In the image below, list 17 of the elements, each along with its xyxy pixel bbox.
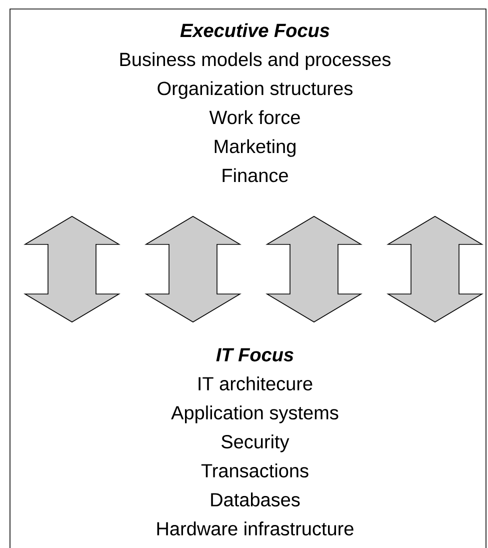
double-arrow: [266, 216, 362, 322]
double-arrow: [144, 216, 242, 322]
double-arrow: [24, 216, 120, 322]
list-item: Hardware infrastructure: [157, 522, 354, 536]
list-item: Organization structures: [158, 81, 352, 99]
list-item: Business models and processes: [120, 52, 390, 70]
list-item: Work force: [209, 110, 300, 124]
list-item: Finance: [222, 168, 288, 182]
list-item: Application systems: [171, 406, 338, 424]
heading: Executive Focus: [180, 23, 330, 38]
list-item: Databases: [211, 492, 300, 506]
list-item: Transactions: [201, 464, 308, 478]
heading: IT Focus: [216, 348, 294, 362]
list-item: Marketing: [214, 139, 296, 157]
list-item: IT architecure: [198, 376, 312, 390]
double-arrow: [386, 216, 484, 322]
list-item: Security: [222, 434, 290, 452]
